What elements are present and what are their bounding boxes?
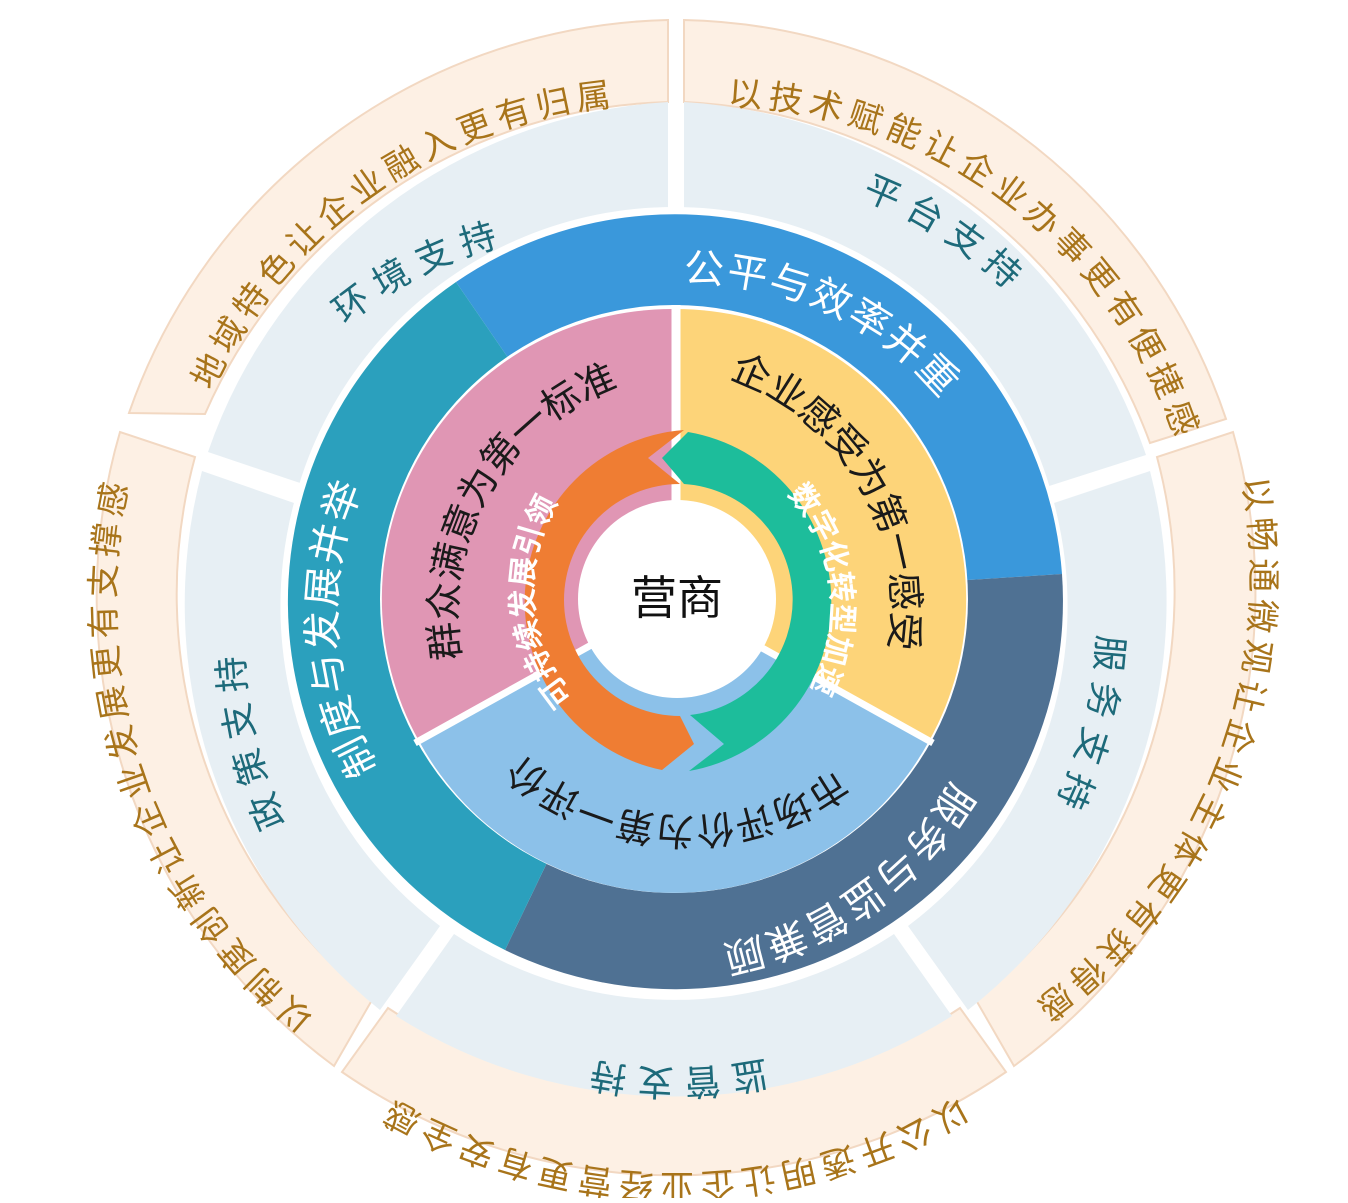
- orange-cycle-arrow: [524, 430, 694, 770]
- outer-sector-policy: [95, 430, 374, 1068]
- support-sector-policy: [184, 471, 440, 1010]
- outer-sector-environment: [127, 18, 669, 416]
- center-circle: [578, 500, 776, 698]
- support-sector-service: [908, 471, 1167, 1010]
- outer-sector-service: [974, 430, 1257, 1068]
- cycle-arrows: [524, 430, 832, 771]
- support-ring: [184, 102, 1167, 1097]
- center-label: 营商: [631, 571, 723, 625]
- support-sector-supervision: [396, 934, 952, 1097]
- green-cycle-arrow: [662, 432, 832, 771]
- outer-sector-platform: [683, 18, 1228, 445]
